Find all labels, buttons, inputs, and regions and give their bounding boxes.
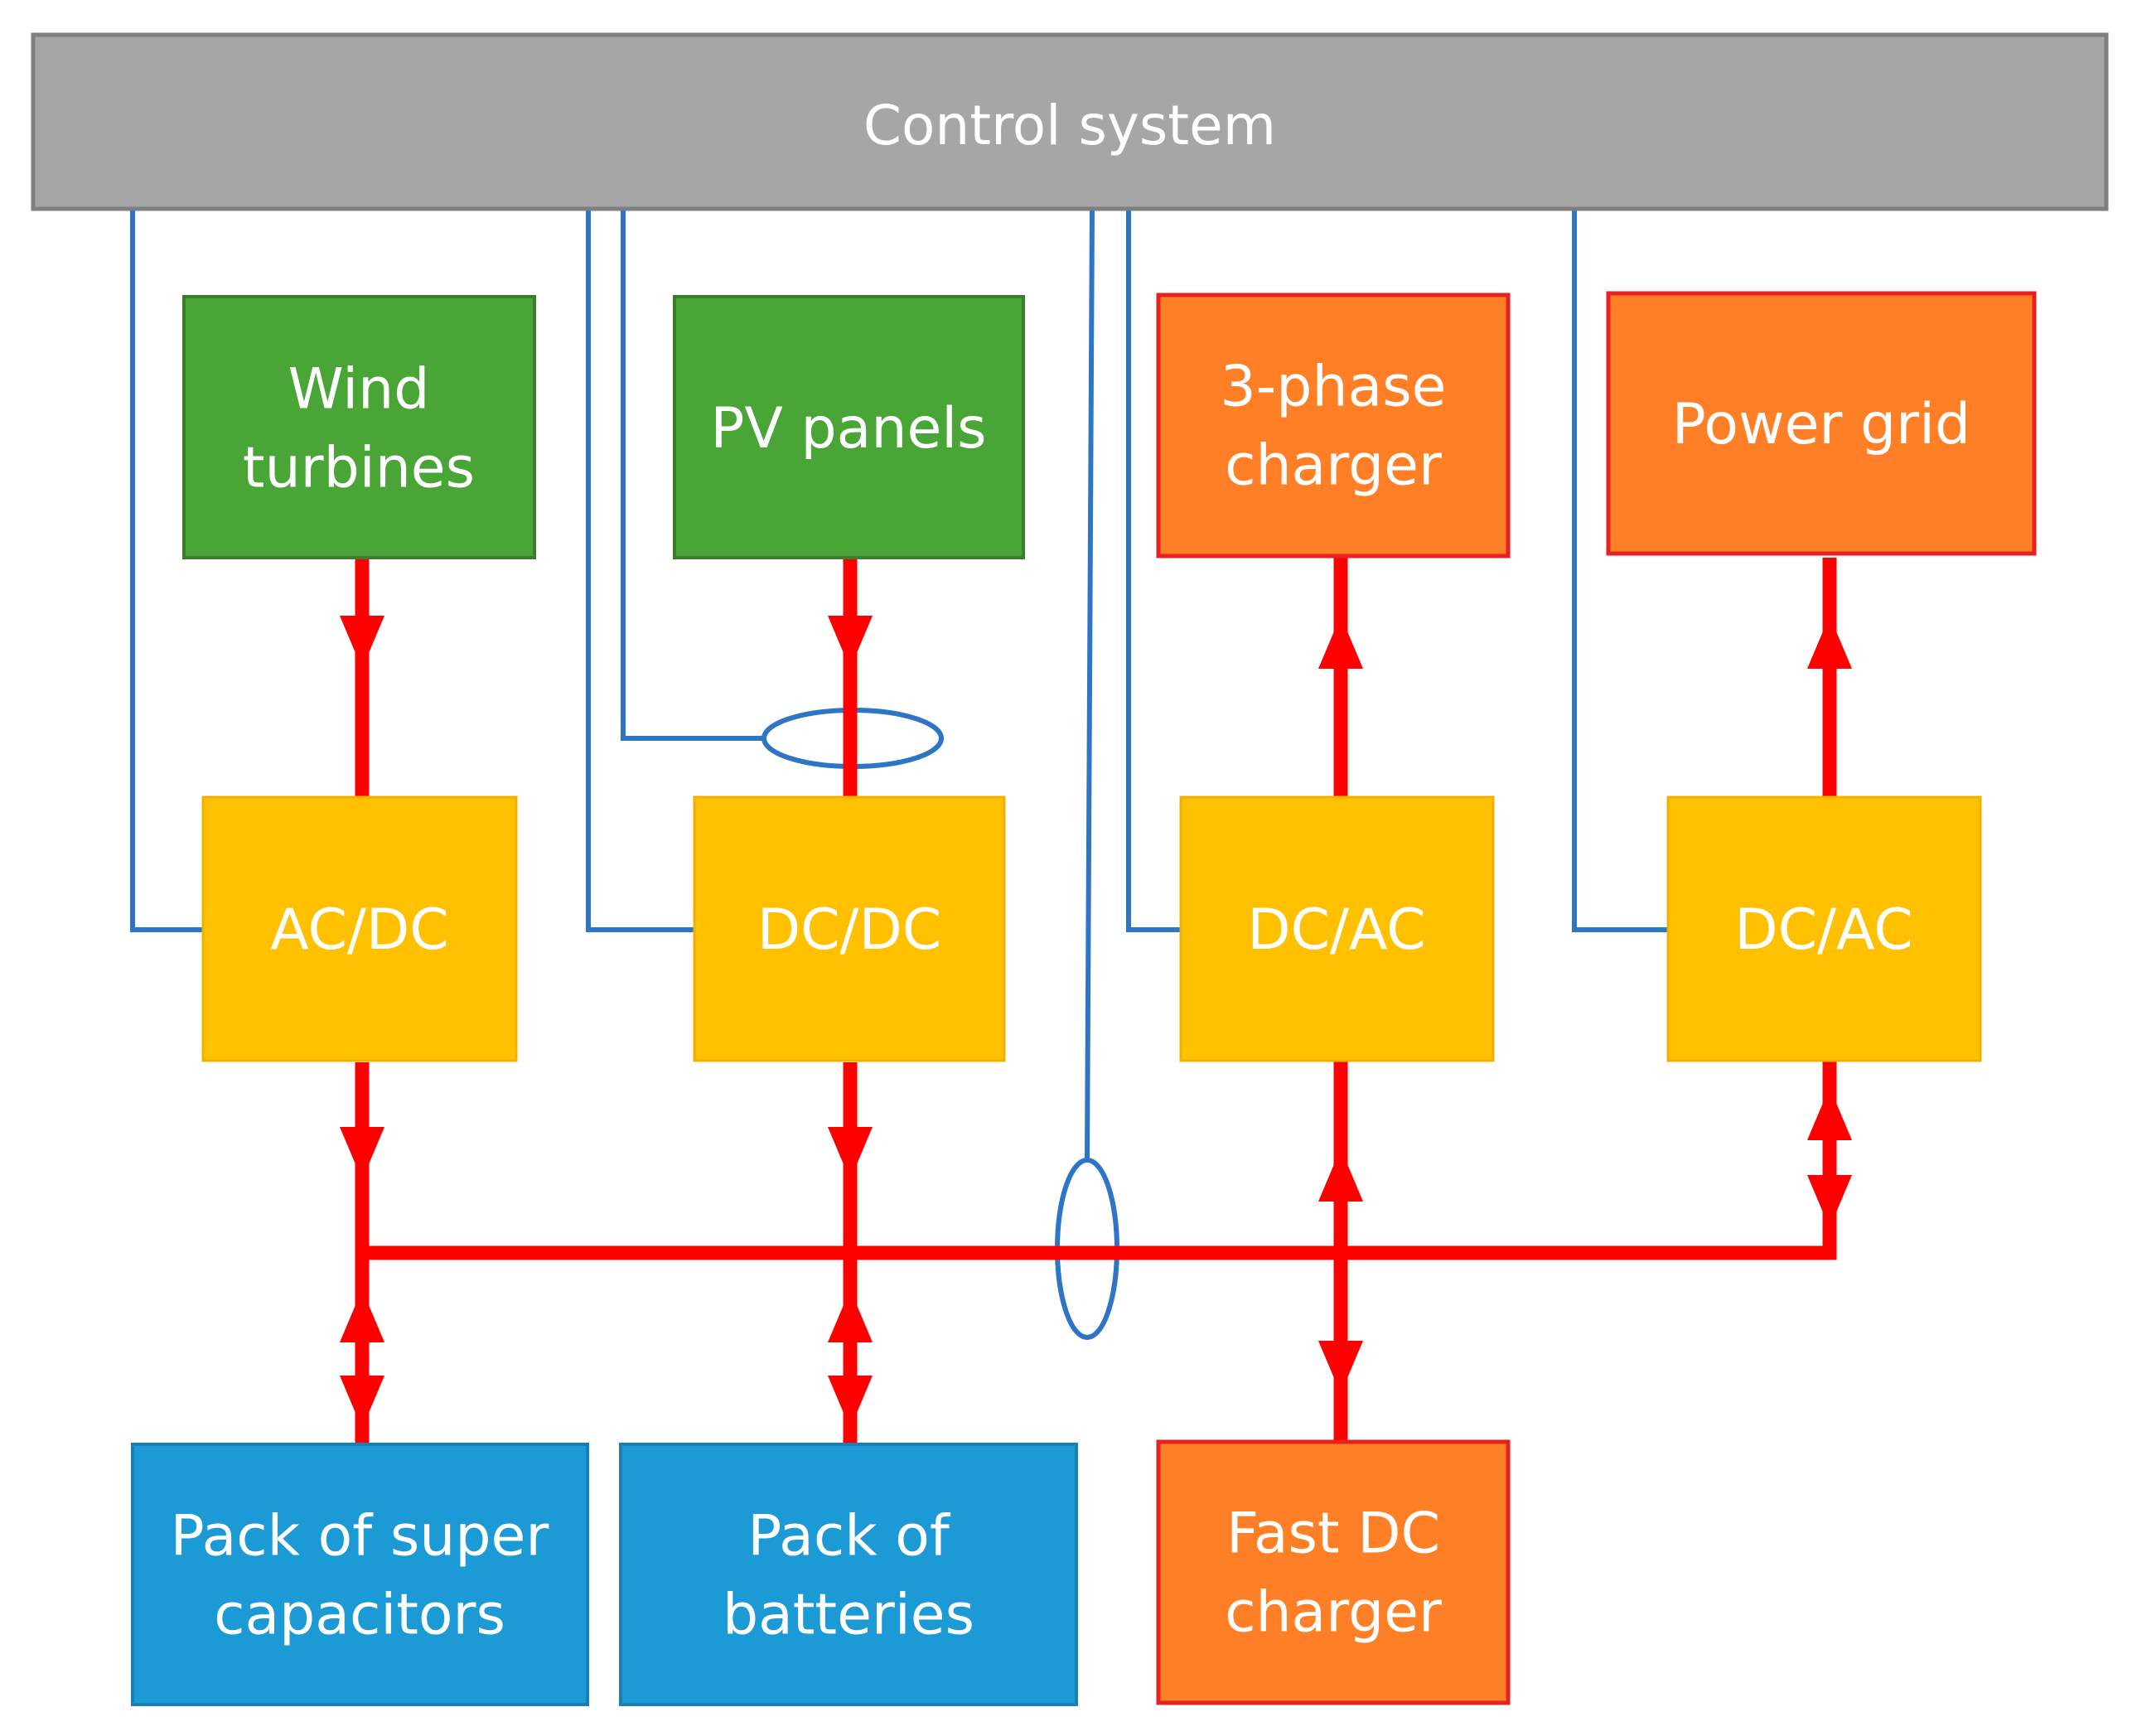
dcdc-converter-box [693, 795, 1006, 1062]
arrow-down [340, 1376, 384, 1429]
label-line: charger [1225, 1580, 1442, 1646]
arrow-down [828, 1127, 873, 1180]
pv-panels-label: PV panels [710, 396, 986, 462]
arrow-up [1318, 616, 1363, 669]
three-phase-charger-block: 3-phase charger [1156, 293, 1511, 559]
label-line: Pack of [747, 1504, 951, 1569]
arrow-down [828, 1376, 873, 1429]
dcdc-converter-block: DC/DC [693, 795, 1006, 1062]
three-phase-charger-box [1156, 293, 1511, 559]
pv-panels-block: PV panels [673, 295, 1025, 559]
signal-line-dcac-charger [1126, 209, 1181, 932]
label-line: PV panels [710, 396, 986, 462]
label-line: AC/DC [270, 897, 449, 963]
dcac-grid-converter-block: DC/AC [1666, 795, 1982, 1062]
signal-line-pv-sensor [621, 209, 764, 741]
power-grid-block: Power grid [1606, 291, 2037, 556]
label-line: DC/DC [757, 897, 942, 963]
supercapacitors-block: Pack of super capacitors [131, 1443, 589, 1706]
dcac-grid-converter-label: DC/AC [1734, 897, 1913, 963]
acdc-converter-label: AC/DC [270, 897, 449, 963]
arrow-up [1807, 616, 1852, 669]
arrow-down [340, 616, 384, 669]
signal-line-acdc [130, 209, 203, 932]
control-system-block: Control system [31, 32, 2109, 211]
supercapacitors-label: Pack of super capacitors [171, 1504, 549, 1648]
label-line: DC/AC [1734, 897, 1913, 963]
power-grid-box [1606, 291, 2037, 556]
dcdc-converter-label: DC/DC [757, 897, 942, 963]
dcac-charger-converter-block: DC/AC [1179, 795, 1495, 1062]
label-line: batteries [723, 1583, 974, 1648]
pv-panels-box [673, 295, 1025, 559]
power-lines [355, 558, 1837, 1444]
arrow-down [1318, 1341, 1363, 1394]
label-line: DC/AC [1247, 897, 1426, 963]
label-line: Wind [288, 357, 430, 423]
supercapacitors-box [131, 1443, 589, 1706]
wind-turbines-label: Wind turbines [243, 357, 475, 501]
arrow-up [1807, 1087, 1852, 1140]
label-line: charger [1225, 433, 1442, 499]
power-flow-arrows [340, 616, 1852, 1429]
signal-line-dcdc [586, 209, 694, 932]
dc-bus [362, 1061, 1837, 1260]
batteries-box [619, 1443, 1078, 1706]
dcac-charger-converter-box [1179, 795, 1495, 1062]
control-system-box [31, 32, 2109, 211]
arrow-up [828, 1289, 873, 1342]
label-line: turbines [243, 436, 475, 501]
control-system-label: Control system [863, 94, 1276, 157]
label-line: capacitors [214, 1583, 505, 1648]
label-line: 3-phase [1221, 355, 1447, 420]
wind-turbines-block: Wind turbines [182, 295, 536, 559]
label-line: Pack of super [171, 1504, 549, 1569]
batteries-label: Pack of batteries [723, 1504, 974, 1648]
dcac-grid-converter-box [1666, 795, 1982, 1062]
power-grid-label: Power grid [1672, 392, 1970, 457]
label-line: Power grid [1672, 392, 1970, 457]
arrow-down [828, 616, 873, 669]
signal-line-bus-sensor [1085, 208, 1095, 1161]
arrow-down [340, 1127, 384, 1180]
label-line: Fast DC [1226, 1501, 1440, 1567]
signal-line-dcac-grid [1572, 209, 1668, 932]
fast-dc-charger-label: Fast DC charger [1225, 1501, 1442, 1646]
batteries-block: Pack of batteries [619, 1443, 1078, 1706]
acdc-converter-box [201, 795, 518, 1062]
three-phase-charger-label: 3-phase charger [1221, 355, 1447, 499]
fast-dc-charger-box [1156, 1439, 1511, 1705]
wind-turbines-box [182, 295, 536, 559]
fast-dc-charger-block: Fast DC charger [1156, 1439, 1511, 1705]
dcac-charger-converter-label: DC/AC [1247, 897, 1426, 963]
arrow-up [340, 1289, 384, 1342]
label-line: Control system [863, 94, 1276, 157]
arrow-up [1318, 1148, 1363, 1202]
acdc-converter-block: AC/DC [201, 795, 518, 1062]
arrow-down [1807, 1175, 1852, 1228]
